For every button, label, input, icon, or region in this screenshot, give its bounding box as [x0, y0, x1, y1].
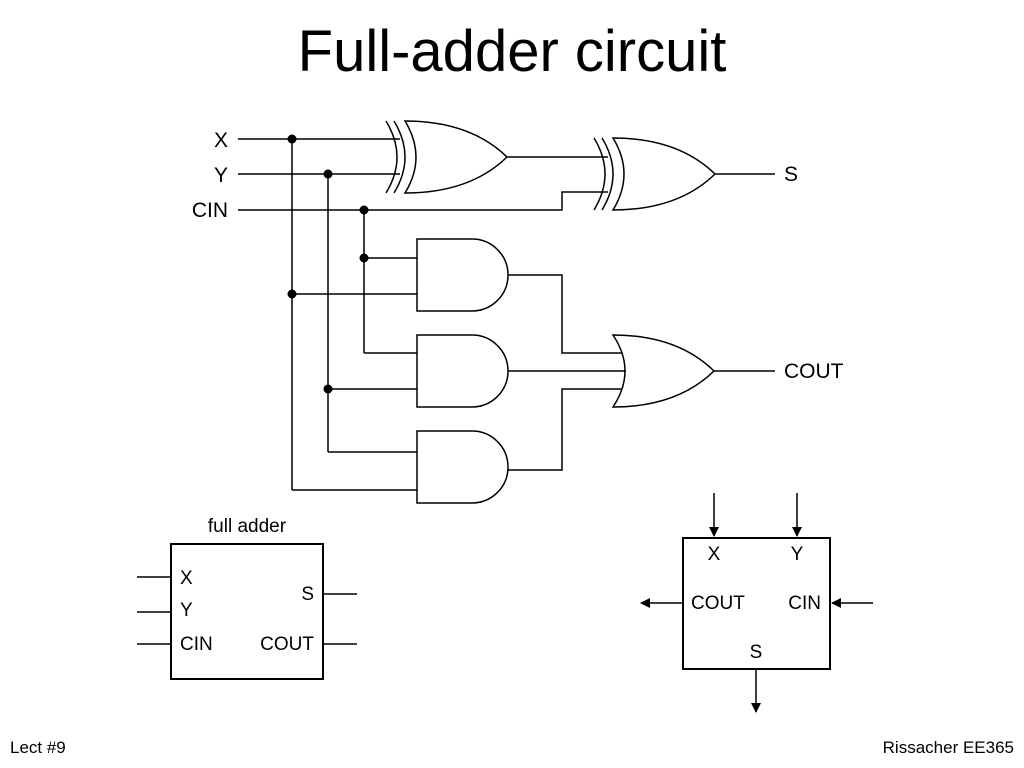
label-output-s: S — [784, 163, 798, 186]
block-pin-y-label: Y — [180, 600, 193, 621]
and-gate-3 — [416, 430, 509, 504]
wire-and3-out — [508, 388, 622, 471]
alt-symbol: X Y COUT CIN S — [640, 493, 873, 713]
junction-dots — [287, 134, 369, 394]
and-gate-2 — [416, 334, 509, 408]
alt-pin-x-label: X — [708, 544, 721, 565]
label-output-cout: COUT — [784, 360, 844, 383]
footer-right: Rissacher EE365 — [882, 738, 1014, 757]
junction-y-2 — [323, 384, 333, 394]
block-pin-cout-label: COUT — [260, 634, 314, 655]
junction-x-2 — [287, 289, 297, 299]
and-gate-1 — [416, 238, 509, 312]
slide-title: Full-adder circuit — [297, 19, 727, 84]
or-gate — [611, 334, 716, 408]
wire-and1-out — [508, 274, 622, 354]
alt-pin-s-label: S — [750, 642, 763, 663]
alt-pin-cout-label: COUT — [691, 593, 745, 614]
alt-pin-y-label: Y — [791, 544, 804, 565]
block-symbol: full adder X Y CIN S COUT — [137, 516, 357, 680]
block-caption: full adder — [208, 516, 287, 537]
junction-x-1 — [287, 134, 297, 144]
junction-cin-2 — [359, 253, 369, 263]
xor-gate-1 — [385, 120, 509, 194]
junction-cin-1 — [359, 205, 369, 215]
block-pin-cin-label: CIN — [180, 634, 213, 655]
label-input-cin: CIN — [192, 199, 228, 222]
block-pin-x-label: X — [180, 568, 193, 589]
block-box — [170, 543, 324, 680]
footer-left: Lect #9 — [10, 738, 66, 757]
junction-y-1 — [323, 169, 333, 179]
circuit-wires — [238, 138, 775, 491]
block-pin-s-label: S — [301, 584, 314, 605]
label-input-x: X — [214, 129, 228, 152]
wire-cin — [238, 191, 608, 211]
alt-pin-cin-label: CIN — [788, 593, 821, 614]
xor-gate-2 — [593, 137, 717, 211]
label-input-y: Y — [214, 164, 228, 187]
